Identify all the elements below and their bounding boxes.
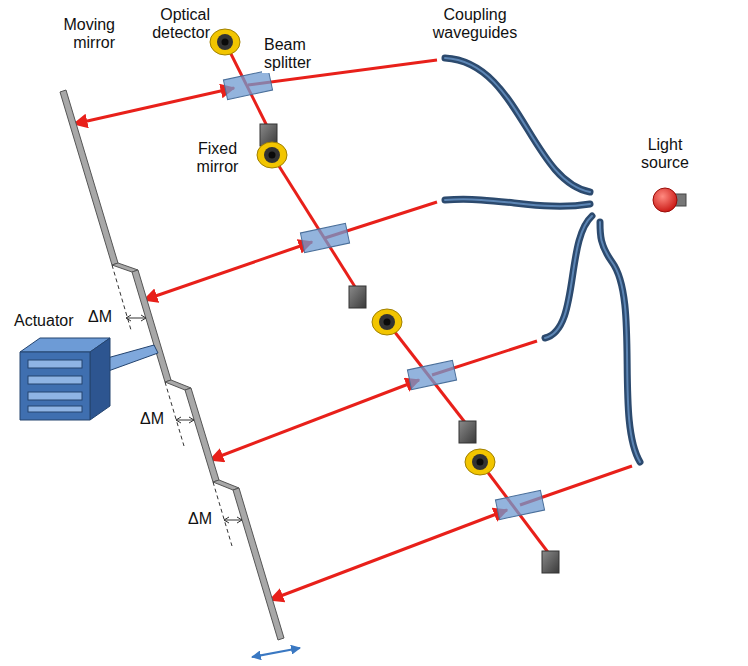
fixed-mirror xyxy=(260,124,559,573)
actuator-label: Actuator xyxy=(14,312,74,330)
comb-actuator xyxy=(20,338,158,420)
mirror-beam xyxy=(74,88,507,600)
motion-arrow xyxy=(252,648,300,657)
waveguide-label: Coupling waveguides xyxy=(420,6,530,43)
source-label: Light source xyxy=(625,136,705,173)
beam-splitter xyxy=(223,70,544,519)
step-label: ΔM xyxy=(188,510,212,528)
splitter-label: Beam splitter xyxy=(262,36,326,73)
mirror-label: Moving mirror xyxy=(35,16,115,53)
detector-label: Optical detector xyxy=(140,6,210,43)
light-source-bulb xyxy=(653,188,686,212)
moving-mirror xyxy=(60,90,284,640)
step-label: ΔM xyxy=(140,410,164,428)
step-label: ΔM xyxy=(88,308,112,326)
optical-detector xyxy=(210,29,495,475)
light-beam xyxy=(225,42,632,555)
coupling-waveguide xyxy=(445,58,640,462)
step-dimension xyxy=(112,265,242,546)
mirror-label: Fixed mirror xyxy=(190,140,245,177)
